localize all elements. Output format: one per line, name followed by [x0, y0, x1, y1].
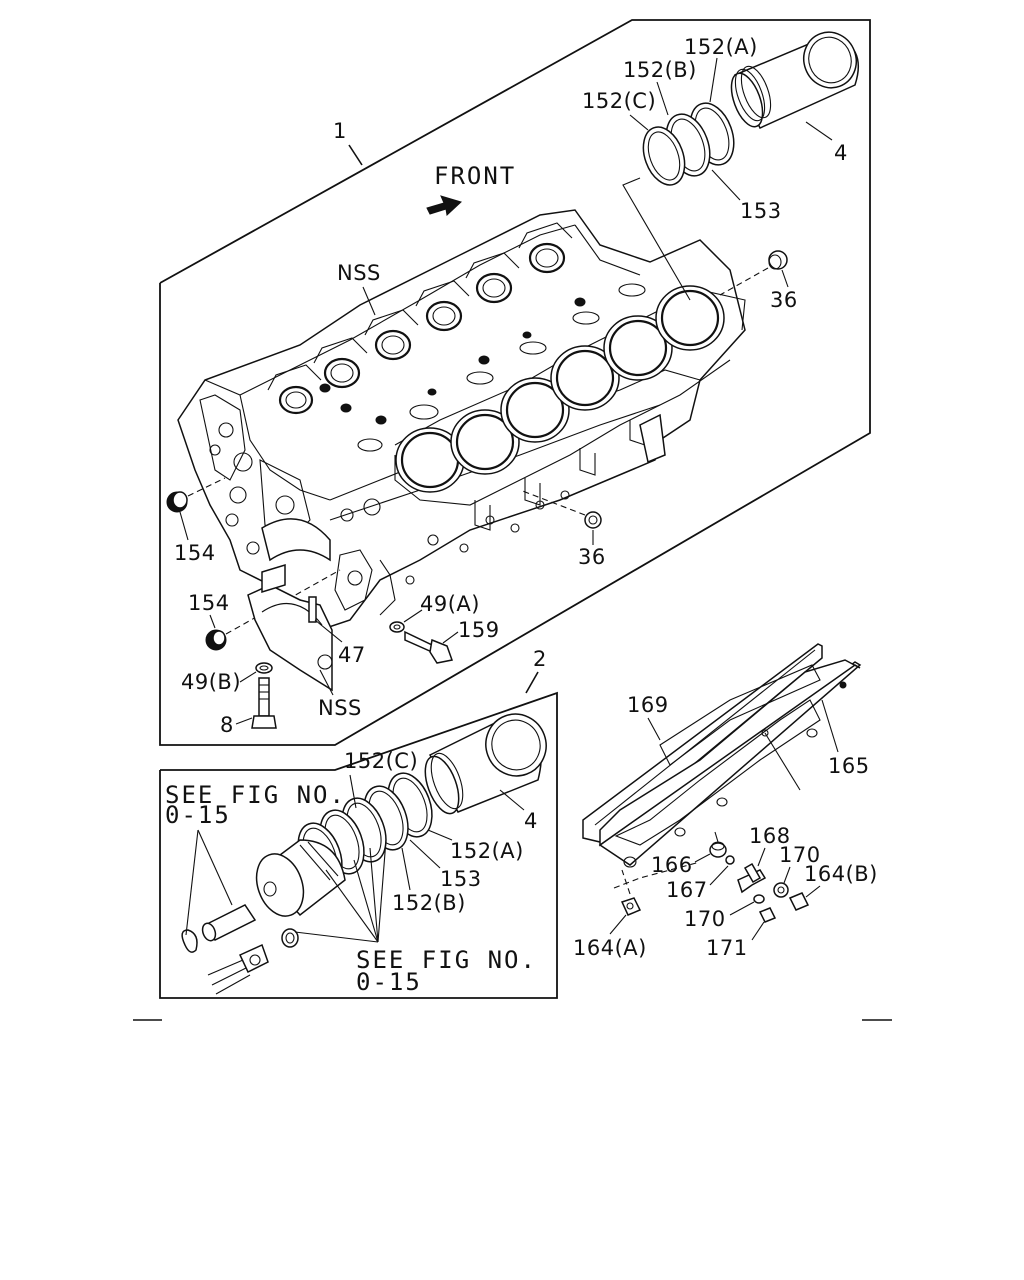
- expansion-plug-36-top: [768, 250, 788, 270]
- washer-170-upper: [773, 882, 789, 898]
- washer-49a: [389, 621, 405, 633]
- callout-152b-low: 152(B): [392, 891, 466, 915]
- expansion-plug-154-low: [205, 629, 227, 651]
- callout-nss-top: NSS: [337, 261, 381, 285]
- side-cover-165: [598, 659, 862, 868]
- callout-152b-top: 152(B): [623, 58, 697, 82]
- callout-4-low: 4: [524, 809, 538, 833]
- callout-49b: 49(B): [181, 670, 241, 694]
- callout-154-left: 154: [174, 541, 216, 565]
- callout-164b: 164(B): [804, 862, 878, 886]
- callout-170-b: 170: [684, 907, 726, 931]
- callout-153-low: 153: [440, 867, 482, 891]
- left-bank-bores: [267, 222, 586, 425]
- callout-47: 47: [338, 643, 366, 667]
- callout-171: 171: [706, 936, 748, 960]
- washer-170-lower: [753, 894, 765, 904]
- callout-170-a: 170: [779, 843, 821, 867]
- assembly-1-frame: [159, 19, 871, 746]
- piston: [255, 839, 346, 917]
- cylinder-liner-lower: [424, 713, 547, 815]
- callout-152a-top: 152(A): [684, 35, 758, 59]
- callout-169: 169: [627, 693, 669, 717]
- callout-165: 165: [828, 754, 870, 778]
- callout-154-low: 154: [188, 591, 230, 615]
- callout-49a: 49(A): [420, 592, 480, 616]
- callout-168: 168: [749, 824, 791, 848]
- callout-159: 159: [458, 618, 500, 642]
- washer-49b: [255, 662, 273, 674]
- callout-152c-low: 152(C): [344, 749, 418, 773]
- callout-152a-low: 152(A): [450, 839, 524, 863]
- callout-36-mid: 36: [578, 545, 606, 569]
- expansion-plug-154-left: [166, 491, 188, 513]
- o-rings-top: [642, 102, 735, 186]
- callout-8: 8: [220, 713, 234, 737]
- bolt-159: [404, 630, 453, 664]
- callout-nss-bottom: NSS: [318, 696, 362, 720]
- callout-153-top: 153: [740, 199, 782, 223]
- expansion-plug-36-mid: [584, 511, 602, 529]
- callout-assembly-2: 2: [533, 647, 547, 671]
- callout-4-top: 4: [834, 141, 848, 165]
- callout-36-top: 36: [770, 288, 798, 312]
- front-label: FRONT: [434, 162, 516, 190]
- bolt-164a: [620, 897, 642, 916]
- front-arrow-icon: [426, 195, 462, 216]
- callout-152c-top: 152(C): [582, 89, 656, 113]
- see-fig-number-1: 0-15: [165, 801, 231, 829]
- callout-assembly-1: 1: [333, 119, 347, 143]
- bushing-166: [709, 841, 727, 858]
- callout-166: 166: [651, 853, 693, 877]
- bracket-168: [737, 862, 767, 894]
- right-bank-cylinder-bores: [357, 283, 746, 585]
- callout-167: 167: [666, 878, 708, 902]
- cylinder-liner-top: [730, 31, 860, 129]
- see-fig-number-2: 0-15: [356, 968, 422, 996]
- see-fig-label-2: SEE FIG NO.: [356, 946, 537, 974]
- callout-164a: 164(A): [573, 936, 647, 960]
- see-fig-label-1: SEE FIG NO.: [165, 781, 346, 809]
- bolt-164b: [788, 892, 810, 911]
- piston-pin: [201, 904, 257, 942]
- snap-ring: [181, 929, 198, 953]
- nut-171: [758, 907, 777, 923]
- assembly-2-frame: [159, 691, 558, 999]
- pin-167: [725, 855, 735, 865]
- con-rod-small-end: [207, 928, 299, 995]
- main-bearing-cap: [247, 563, 333, 692]
- bolt-8: [251, 677, 277, 729]
